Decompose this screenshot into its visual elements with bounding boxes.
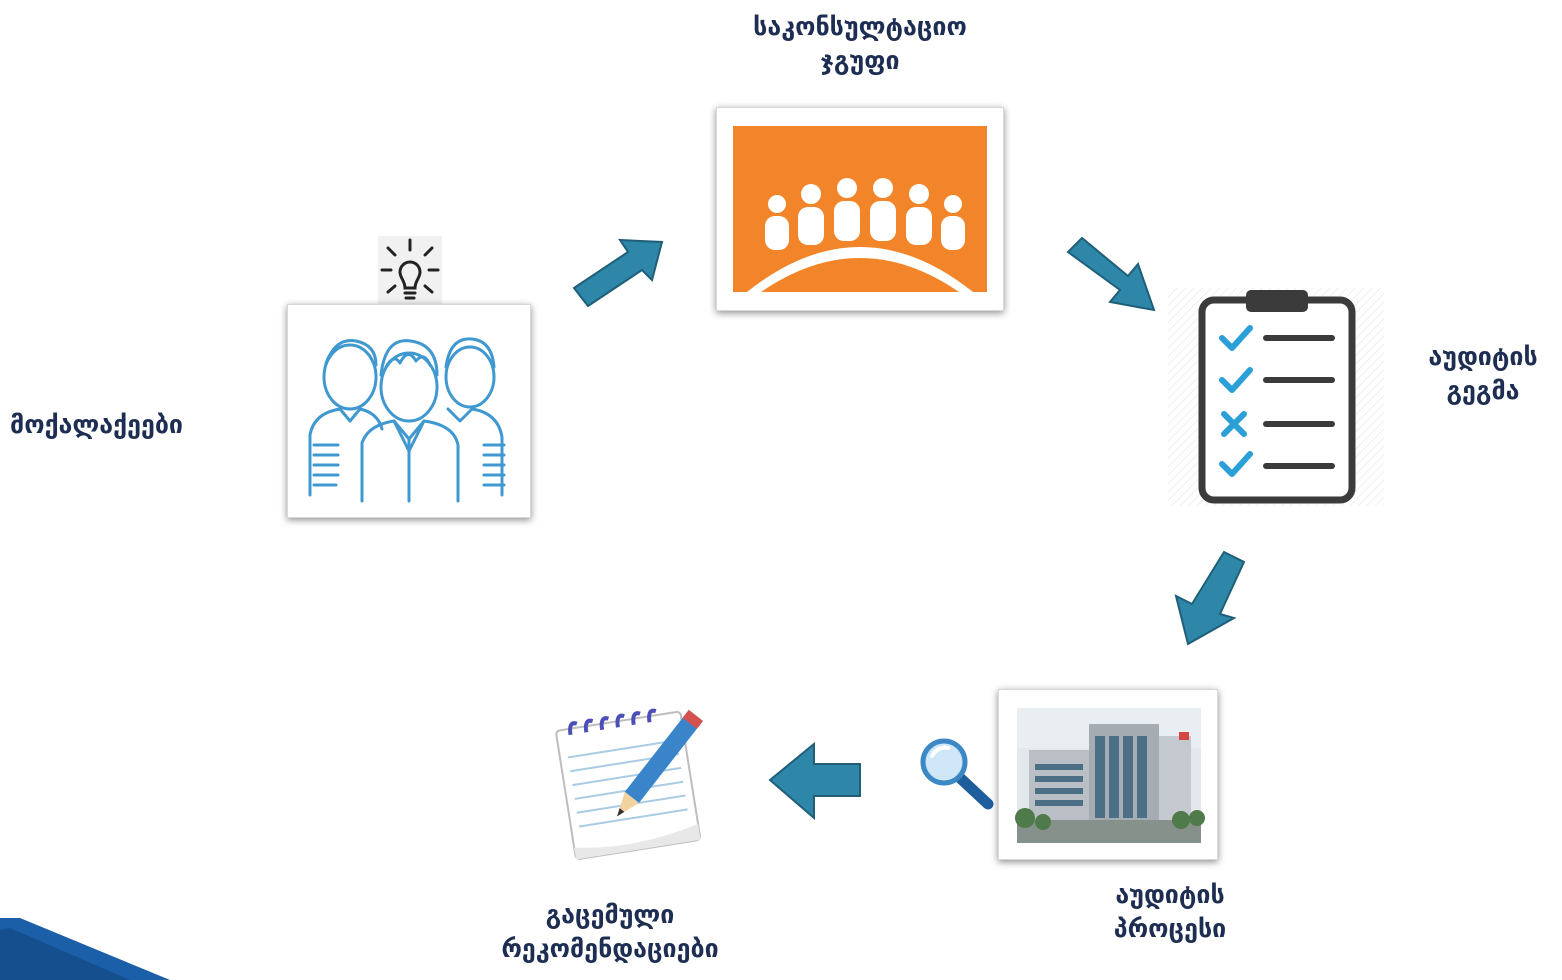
recommendations-label-line1: გაცემული: [545, 900, 675, 929]
arrow-citizens-to-consulting: [566, 230, 672, 310]
consulting-group-card: [716, 107, 1004, 311]
consulting-group-label-line2: ჯგუფი: [820, 46, 900, 75]
audit-process-label-line2: პროცესი: [1113, 914, 1227, 943]
audit-plan-label-line1: აუდიტის: [1428, 342, 1538, 371]
arrow-consulting-to-plan: [1062, 232, 1162, 316]
checklist-clipboard-icon: [1168, 288, 1384, 506]
audit-plan-label: აუდიტის გეგმა: [1398, 340, 1562, 408]
recommendations-notepad: [532, 690, 728, 866]
lightbulb-icon: [378, 236, 442, 314]
citizens-card: [287, 304, 531, 518]
audit-plan-clipboard: [1168, 288, 1384, 506]
recommendations-label-line2: რეკომენდაციები: [501, 934, 719, 963]
office-building-photo: [1015, 708, 1205, 843]
magnifier-icon: [918, 736, 998, 812]
consulting-group-label-line1: საკონსულტაციო: [753, 12, 967, 41]
arrow-process-to-recommendations: [766, 738, 866, 824]
people-sketch-icon: [308, 337, 506, 503]
notepad-pencil-icon: [555, 708, 703, 860]
audit-process-label-line1: აუდიტის: [1115, 880, 1225, 909]
consulting-group-label: საკონსულტაციო ჯგუფი: [700, 10, 1020, 78]
audit-process-label: აუდიტის პროცესი: [1060, 878, 1280, 946]
audit-process-card: [998, 689, 1218, 860]
arrow-plan-to-process: [1170, 548, 1256, 648]
citizens-label: მოქალაქეები: [10, 408, 183, 442]
audit-plan-label-line2: გეგმა: [1446, 376, 1520, 405]
recommendations-label: გაცემული რეკომენდაციები: [440, 898, 780, 966]
corner-accent-decoration: [0, 918, 170, 980]
citizens-label-text: მოქალაქეები: [10, 410, 183, 439]
meeting-group-icon: [733, 126, 987, 292]
